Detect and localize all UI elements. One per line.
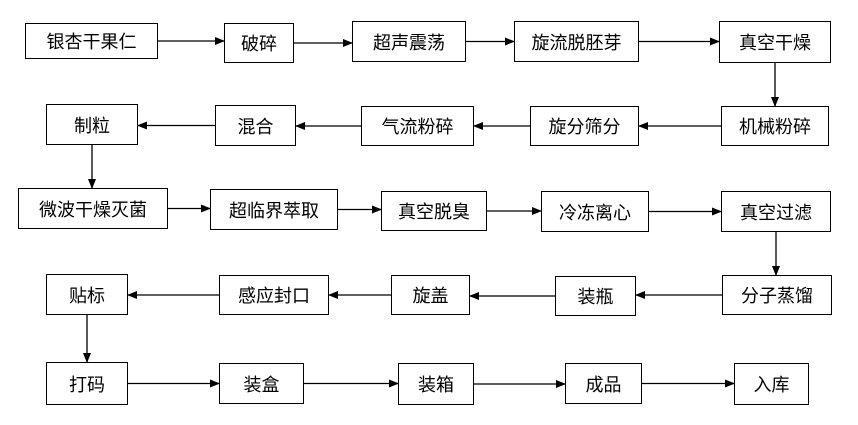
- step-vacuum-filtration: 真空过滤: [721, 191, 831, 232]
- step-capping: 旋盖: [391, 275, 470, 315]
- step-mixing: 混合: [215, 105, 296, 146]
- step-vacuum-drying: 真空干燥: [719, 21, 831, 63]
- step-granulation: 制粒: [46, 104, 138, 145]
- step-mechanical-grinding: 机械粉碎: [721, 106, 829, 146]
- step-cyclone-sieving: 旋分筛分: [530, 106, 639, 146]
- step-microwave-drying-sterilization: 微波干燥灭菌: [18, 188, 168, 229]
- step-vacuum-deodorizing: 真空脱臭: [381, 191, 487, 231]
- step-finished-product: 成品: [565, 363, 642, 404]
- step-jet-milling: 气流粉碎: [361, 106, 474, 146]
- step-molecular-distillation: 分子蒸馏: [722, 275, 832, 315]
- step-boxing: 装盒: [219, 363, 304, 404]
- step-warehousing: 入库: [734, 363, 809, 405]
- step-ultrasonic-oscillation: 超声震荡: [352, 21, 466, 62]
- step-bottling: 装瓶: [555, 276, 636, 316]
- step-freeze-centrifugation: 冷冻离心: [541, 191, 649, 232]
- step-ginkgo-kernel: 银杏干果仁: [25, 23, 158, 59]
- step-crushing: 破碎: [224, 23, 294, 63]
- step-induction-sealing: 感应封口: [219, 275, 329, 315]
- step-coding: 打码: [46, 362, 128, 405]
- step-labeling: 贴标: [46, 274, 128, 315]
- step-supercritical-extraction: 超临界萃取: [210, 189, 338, 230]
- step-casing: 装箱: [398, 363, 474, 405]
- step-cyclone-degerming: 旋流脱胚芽: [514, 21, 639, 62]
